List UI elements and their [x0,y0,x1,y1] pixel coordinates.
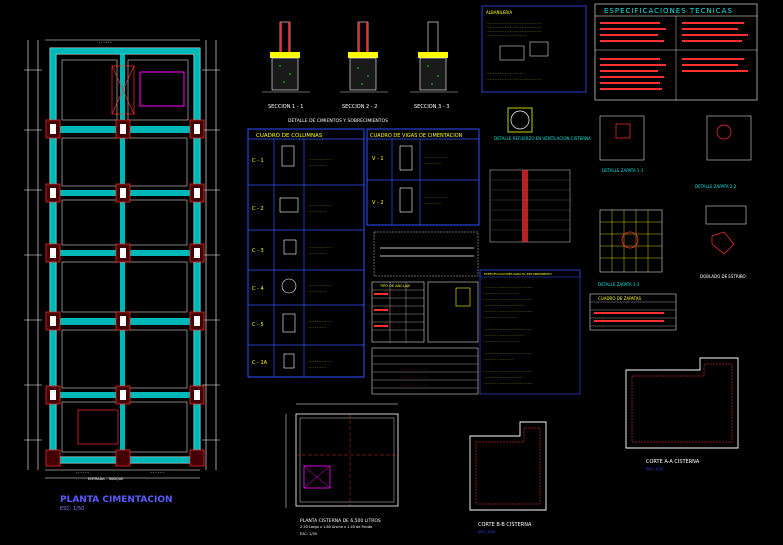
svg-text:------------------------------: ------------------------------- [484,352,533,355]
footings-table-title: CUADRO DE ZAPATAS [598,296,642,301]
svg-text:--------------: -------------- [424,195,448,199]
beam-row-v2: V - 2 [372,200,384,206]
cistern-plan-scale: ESC: 1/50 [300,532,317,536]
foundation-plan: ------ ------ ------ [24,39,220,479]
svg-text:------------------------------: ------------------------------- [484,310,533,313]
cistern-section-bb-title: CORTE B-B CISTERNA [478,522,532,528]
column-row-c2: C - 2 [252,206,264,212]
column-row-c1: C - 1 [252,158,264,164]
cistern-section-aa [625,357,739,449]
svg-text:--------------: -------------- [308,203,332,207]
svg-text:------------------------------: ------------------------------- [484,298,533,301]
plan-title: PLANTA CIMENTACION [60,495,173,505]
svg-text:------------------------------: --------------------------------- [486,21,542,25]
svg-text:------------------------: ------------------------ [486,33,527,37]
svg-text:--------------------------: -------------------------- [484,334,525,337]
svg-text:-----------: ----------- [308,251,327,255]
svg-text:----------------: ---------------- [400,383,429,387]
spec-legend-title: ESPECIFICACIONES PARA EL RECUBRIMIENTO [484,272,552,276]
columns-table-title: CUADRO DE COLUMNAS [256,133,323,139]
svg-text:-------------------------: ------------------------- [484,376,523,379]
svg-text:------------------------------: ------------------------------- [484,382,533,385]
beam-row-v1: V - 1 [372,156,384,162]
svg-text:--------------: -------------- [308,359,332,363]
beams-table: ------------------------- --------------… [366,128,480,226]
svg-text:-----------: ----------- [308,325,327,329]
svg-text:--------------: -------------- [308,157,332,161]
cistern-plan-title: PLANTA CISTERNA DE 6,500 LITROS [300,518,381,524]
columns-table: ------------------------- --------------… [247,128,365,378]
cistern-section-bb [469,421,547,511]
svg-text:----------------------: ---------------------- [486,71,523,75]
footing-detail-3-title: DETALLE ZAPATA 3-3 [598,282,640,287]
column-row-c5: C - 5 [252,322,264,328]
section-label-1: SECCION 1 - 1 [268,104,303,110]
notes-title: ALBAÑILERIA [486,10,512,15]
plan-scale: ESC: 1/50 [60,506,84,512]
svg-text:-----------------------: ----------------------- [484,340,520,343]
svg-text:------------------------------: --------------------------------- [486,25,542,29]
svg-text:-----------: ----------- [308,163,327,167]
svg-text:-----------: ----------- [308,365,327,369]
svg-text:------------------------------: ------------------------------- [484,370,533,373]
beams-table-title: CUADRO DE VIGAS DE CIMENTACION [370,133,463,139]
svg-text:-----------: ----------- [308,289,327,293]
footing-detail-2-title: DETALLE ZAPATA 2-2 [695,184,737,189]
svg-text:------------------------------: ------------------------------- [484,286,533,289]
cistern-plan-subtitle: 2.50 Largo x 1.80 Ancho x 1.45 de Fondo [300,525,372,529]
svg-text:-------------------: ------------------- [484,358,514,361]
plan-entrance-label: ENTRADA - TABIQUE [88,477,123,481]
svg-text:--------------: -------------- [308,319,332,323]
footings-table [589,293,677,331]
svg-text:--------------: -------------- [308,245,332,249]
svg-text:--------------: -------------- [424,155,448,159]
svg-text:------------------------------: --------------------------------- [486,29,542,33]
svg-text:----------------: ---------------- [400,375,429,379]
cistern-section-aa-title: CORTE A-A CISTERNA [646,459,700,465]
ventilation-detail-title: DETALLE REFUERZO EN VENTILACION CISTERNA [494,136,591,141]
section-label-2: SECCION 2 - 2 [342,104,377,110]
notes-panel: --------------------------------- ------… [481,5,587,93]
foundation-sections [262,21,458,93]
cistern-section-bb-scale: ESC: 1/25 [478,530,495,534]
svg-text:----------------------: ---------------------- [484,292,519,295]
svg-text:------------------------------: ------------------------------- [484,328,533,331]
spec-legend: ------------------------------- --------… [479,269,581,395]
column-row-c4: C - 4 [252,286,264,292]
svg-text:-----------: ----------- [308,209,327,213]
cistern-plan [285,403,399,508]
rebar-table-title: TIPO DE ANCLAJE [379,284,410,288]
svg-text:-----------: ----------- [424,161,443,165]
rebar-detail: ---------------- ---------------- -------… [371,231,479,395]
svg-text:--------------------------: -------------------------- [484,304,525,307]
svg-text:------: ------ [98,40,112,45]
column-row-c3: C - 3 [252,248,264,254]
svg-text:---------------------: --------------------- [484,316,517,319]
footing-details [599,115,752,273]
stirrup-detail-title: DOBLADO DE ESTRIBO [700,274,746,279]
sections-title: DETALLE DE CIMIENTOS Y SOBRECIMIENTOS [288,118,388,124]
specs-title: ESPECIFICACIONES TECNICAS [604,7,733,15]
column-row-c1a: C - 1A [252,360,268,366]
svg-text:-----------: ----------- [424,201,443,205]
svg-text:--------------: -------------- [308,283,332,287]
ventilation-detail [489,107,571,243]
svg-text:------: ------ [75,470,89,475]
section-label-3: SECCION 3 - 3 [414,104,449,110]
specs-panel [594,3,758,101]
svg-text:------: ------ [150,470,164,475]
cistern-section-aa-scale: ESC: 1/25 [646,467,663,471]
svg-text:----------------: ---------------- [400,367,429,371]
footing-detail-1-title: DETALLE ZAPATA 1-1 [602,168,644,173]
svg-text:------------------------------: --------------------------------- [486,77,542,81]
